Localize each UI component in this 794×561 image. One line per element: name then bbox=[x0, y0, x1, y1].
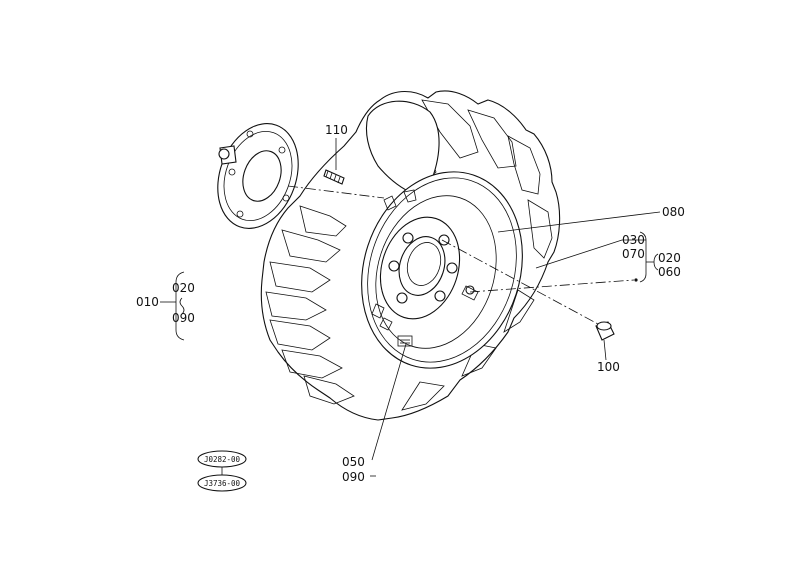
lug bbox=[467, 109, 517, 169]
assembly-line bbox=[287, 185, 385, 199]
lug bbox=[503, 289, 535, 333]
callout-010: 010 bbox=[136, 295, 159, 309]
callout-060: 060 bbox=[658, 265, 681, 279]
callout-030: 030 bbox=[622, 233, 645, 247]
lug bbox=[421, 99, 479, 159]
lug bbox=[281, 229, 341, 263]
callout-110: 110 bbox=[325, 123, 348, 137]
nut-100 bbox=[595, 321, 615, 341]
hub-center bbox=[379, 216, 479, 320]
lug bbox=[461, 343, 497, 377]
reference-stamp-top: J0282-00 bbox=[197, 450, 247, 468]
callout-080: 080 bbox=[662, 205, 685, 219]
lug bbox=[265, 291, 327, 321]
lug bbox=[507, 135, 541, 195]
bracket-left bbox=[175, 271, 185, 341]
leader-050 bbox=[371, 343, 407, 461]
callout-090-left: 090 bbox=[172, 311, 195, 325]
stamp-top-text: J0282-00 bbox=[204, 455, 241, 464]
stud bbox=[465, 285, 475, 295]
lug bbox=[527, 199, 553, 259]
assembly-line bbox=[441, 239, 599, 325]
lug bbox=[269, 261, 331, 293]
leader-030 bbox=[535, 239, 646, 269]
tilde-range bbox=[179, 297, 185, 315]
callout-020-left: 020 bbox=[172, 281, 195, 295]
lug bbox=[281, 349, 343, 379]
bolt-hole bbox=[388, 260, 400, 272]
stud-bolt-110 bbox=[323, 169, 345, 185]
bracket-right bbox=[639, 231, 647, 283]
bracket-right-inner bbox=[653, 253, 659, 271]
callout-090-bottom: 090 bbox=[342, 470, 365, 484]
bolt-hole bbox=[396, 292, 408, 304]
lug bbox=[303, 375, 355, 405]
bolt-hole bbox=[434, 290, 446, 302]
callout-100: 100 bbox=[597, 360, 620, 374]
axle-flange bbox=[217, 123, 299, 229]
bolt-hole bbox=[438, 234, 450, 246]
leader-080 bbox=[497, 211, 661, 233]
bolt-hole bbox=[402, 232, 414, 244]
callout-020-right: 020 bbox=[658, 251, 681, 265]
lug bbox=[269, 319, 331, 351]
stamp-bottom-text: J3736-00 bbox=[204, 479, 241, 488]
assembly-line bbox=[469, 279, 635, 293]
callout-050: 050 bbox=[342, 455, 365, 469]
reference-stamp-bottom: J3736-00 bbox=[197, 474, 247, 492]
callout-070: 070 bbox=[622, 247, 645, 261]
leader-100 bbox=[603, 339, 607, 361]
lug bbox=[401, 381, 445, 411]
lug bbox=[299, 205, 347, 237]
bolt-hole bbox=[446, 262, 458, 274]
